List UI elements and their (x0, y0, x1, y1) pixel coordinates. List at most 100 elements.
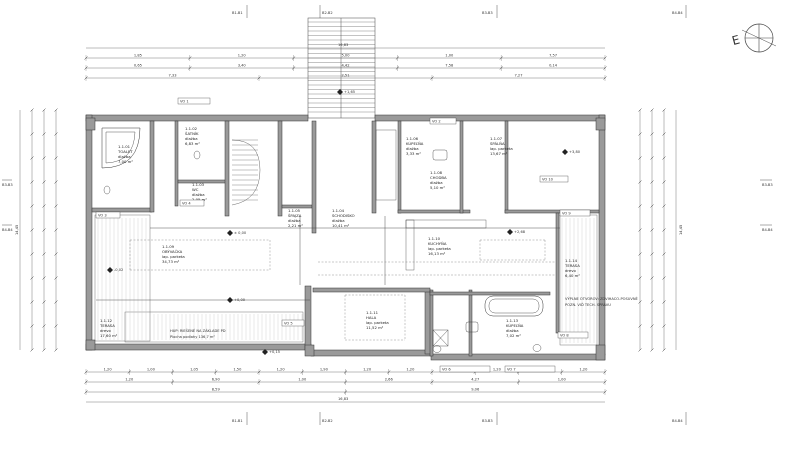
window-tag: VO 8 (557, 331, 589, 339)
window-tag: VO 4 (179, 199, 205, 207)
svg-text:KÚPEĽŇA: KÚPEĽŇA (406, 141, 424, 146)
svg-text:B4-B4: B4-B4 (2, 228, 13, 232)
dim-label: 1,00 (298, 378, 307, 382)
svg-text:SPÁLŇA: SPÁLŇA (490, 141, 505, 146)
svg-text:B1-B1: B1-B1 (232, 11, 243, 15)
dim-label: 1,20 (104, 368, 113, 372)
window-tag: VO 3 (95, 211, 121, 219)
svg-text:dlažba: dlažba (506, 328, 519, 333)
note-3: HUP: RIEŠENÉ NA ZÁKLADE PD (170, 328, 226, 333)
dim-label: 3,40 (238, 64, 247, 68)
dim-label: 1,00 (445, 54, 454, 58)
room-label-hala: 1.1.11 HALA lap. parketa 11,52 m² (366, 310, 389, 330)
svg-text:1.1.14: 1.1.14 (565, 258, 578, 263)
dim-label: 4,27 (471, 378, 479, 382)
dim-label: 7,33 (169, 74, 177, 78)
svg-text:B3-B3: B3-B3 (2, 183, 13, 187)
dim-label: 0,14 (549, 64, 558, 68)
svg-text:B3-B3: B3-B3 (482, 11, 493, 15)
svg-text:SCHODISKO: SCHODISKO (332, 213, 355, 218)
dim-label: 1,20 (125, 378, 134, 382)
svg-text:WC: WC (192, 187, 199, 192)
dim-label: 1,20 (579, 368, 588, 372)
compass: E (730, 23, 777, 53)
section-mark-bottom-4: B4-B4 (672, 412, 687, 425)
dim-label: 0,65 (134, 64, 142, 68)
svg-text:TERASA: TERASA (564, 263, 580, 268)
svg-text:34,73 m²: 34,73 m² (162, 259, 180, 264)
section-mark-top-3: B3-B3 (482, 5, 498, 18)
level-mark: +3,80 (562, 149, 581, 155)
svg-text:+0,00: +0,00 (234, 298, 246, 302)
svg-text:CHODBA: CHODBA (430, 175, 447, 180)
room-label-chodba: 1.1.08 CHODBA dlažba 5,10 m² (430, 170, 447, 190)
dim-right-total: 14,45 (679, 225, 683, 235)
dim-label: 1,50 (233, 368, 242, 372)
compass-letter: E (730, 33, 741, 48)
dim-label: 4,42 (342, 64, 350, 68)
svg-text:dlažba: dlažba (332, 218, 345, 223)
svg-text:2,05 m²: 2,05 m² (192, 197, 207, 202)
svg-text:VO 5: VO 5 (284, 322, 293, 326)
section-mark-left-2: B4-B4 (2, 224, 13, 232)
svg-text:6,40 m²: 6,40 m² (565, 273, 580, 278)
svg-text:1.1.04: 1.1.04 (332, 208, 345, 213)
svg-text:11,52 m²: 11,52 m² (366, 325, 384, 330)
overhead-lines (96, 216, 560, 341)
svg-text:dlažba: dlažba (185, 136, 198, 141)
room-label-kuchyna: 1.1.10 KUCHYŇA lap. parketa 16,13 m² (428, 236, 451, 256)
section-mark-right-1: B3-B3 (760, 179, 773, 187)
svg-text:B4-B4: B4-B4 (762, 228, 773, 232)
room-label-toalet: 1.1.01 TOALET dlažba 7,00 m² (117, 144, 133, 164)
svg-text:1.1.06: 1.1.06 (406, 136, 419, 141)
svg-text:16,13 m²: 16,13 m² (428, 251, 446, 256)
room-label-satnik: 1.1.02 ŠATNÍK dlažba 6,83 m² (185, 126, 200, 146)
section-mark-bottom-1: B1-B1 (232, 412, 248, 425)
note-1: VÝPLNE OTVOROV: ZDVIHACO-POSUVNÉ (565, 296, 639, 301)
svg-text:drevo: drevo (565, 268, 576, 273)
dim-label: 8,59 (212, 388, 221, 392)
svg-text:VO 4: VO 4 (182, 202, 191, 206)
room-label-obyvacka: 1.1.09 OBÝVAČKA lap. parketa 34,73 m² (162, 244, 185, 264)
svg-text:2,21 m²: 2,21 m² (288, 223, 303, 228)
svg-text:lap. parketa: lap. parketa (366, 320, 389, 325)
level-mark: +0,15 (262, 349, 280, 355)
dim-bottom-total: 16,83 (338, 397, 348, 401)
dim-label: 1,90 (320, 368, 329, 372)
svg-text:+0,15: +0,15 (269, 350, 280, 354)
window-tags: VO 1 VO 2 VO 3 VO 4 VO 5 VO 6 VO 7 VO 8 … (95, 97, 591, 373)
svg-text:KÚPEĽŇA: KÚPEĽŇA (506, 323, 524, 328)
dim-label: 1,00 (558, 378, 567, 382)
room-label-spajza: 1.1.05 ŠPAJZA dlažba 2,21 m² (288, 208, 303, 228)
svg-text:B2-B2: B2-B2 (322, 11, 333, 15)
dimension-right: 14,45 (638, 108, 683, 352)
svg-text:drevo: drevo (100, 328, 111, 333)
window-tag: VO 9 (559, 209, 591, 217)
svg-text:VO 8: VO 8 (560, 334, 569, 338)
note-4: Plocha podlahy 136,7 m² (170, 335, 215, 339)
section-mark-top-1: B1-B1 (232, 5, 248, 18)
svg-text:ŠPAJZA: ŠPAJZA (288, 213, 302, 218)
note-2: POZN. VIĎ TECH. SPRÁVU (565, 302, 611, 307)
window-tag: VO 5 (281, 319, 305, 327)
svg-text:dlažba: dlažba (118, 154, 131, 159)
dim-label: 2,66 (385, 378, 394, 382)
svg-text:7,02 m²: 7,02 m² (506, 333, 521, 338)
svg-text:1.1.10: 1.1.10 (428, 236, 441, 241)
svg-text:7,00 m²: 7,00 m² (118, 159, 133, 164)
svg-text:10,41 m²: 10,41 m² (332, 223, 350, 228)
svg-text:1.1.08: 1.1.08 (430, 170, 443, 175)
window-tag: VO 6 (439, 365, 491, 373)
svg-text:1.1.01: 1.1.01 (118, 144, 131, 149)
dimension-bottom: 16,83 1,201,001,051,501,201,901,201,202,… (84, 368, 607, 403)
section-mark-right-2: B4-B4 (760, 224, 773, 232)
dim-label: 1,05 (190, 368, 198, 372)
svg-text:17,60 m²: 17,60 m² (100, 333, 118, 338)
window-tag: VO 1 (177, 97, 211, 105)
dim-label: 2,51 (342, 74, 350, 78)
fixtures (101, 127, 544, 353)
dim-label: 9,06 (471, 388, 480, 392)
svg-text:1.1.12: 1.1.12 (100, 318, 113, 323)
level-mark: ± 0,00 (227, 230, 247, 236)
svg-text:5,10 m²: 5,10 m² (430, 185, 445, 190)
